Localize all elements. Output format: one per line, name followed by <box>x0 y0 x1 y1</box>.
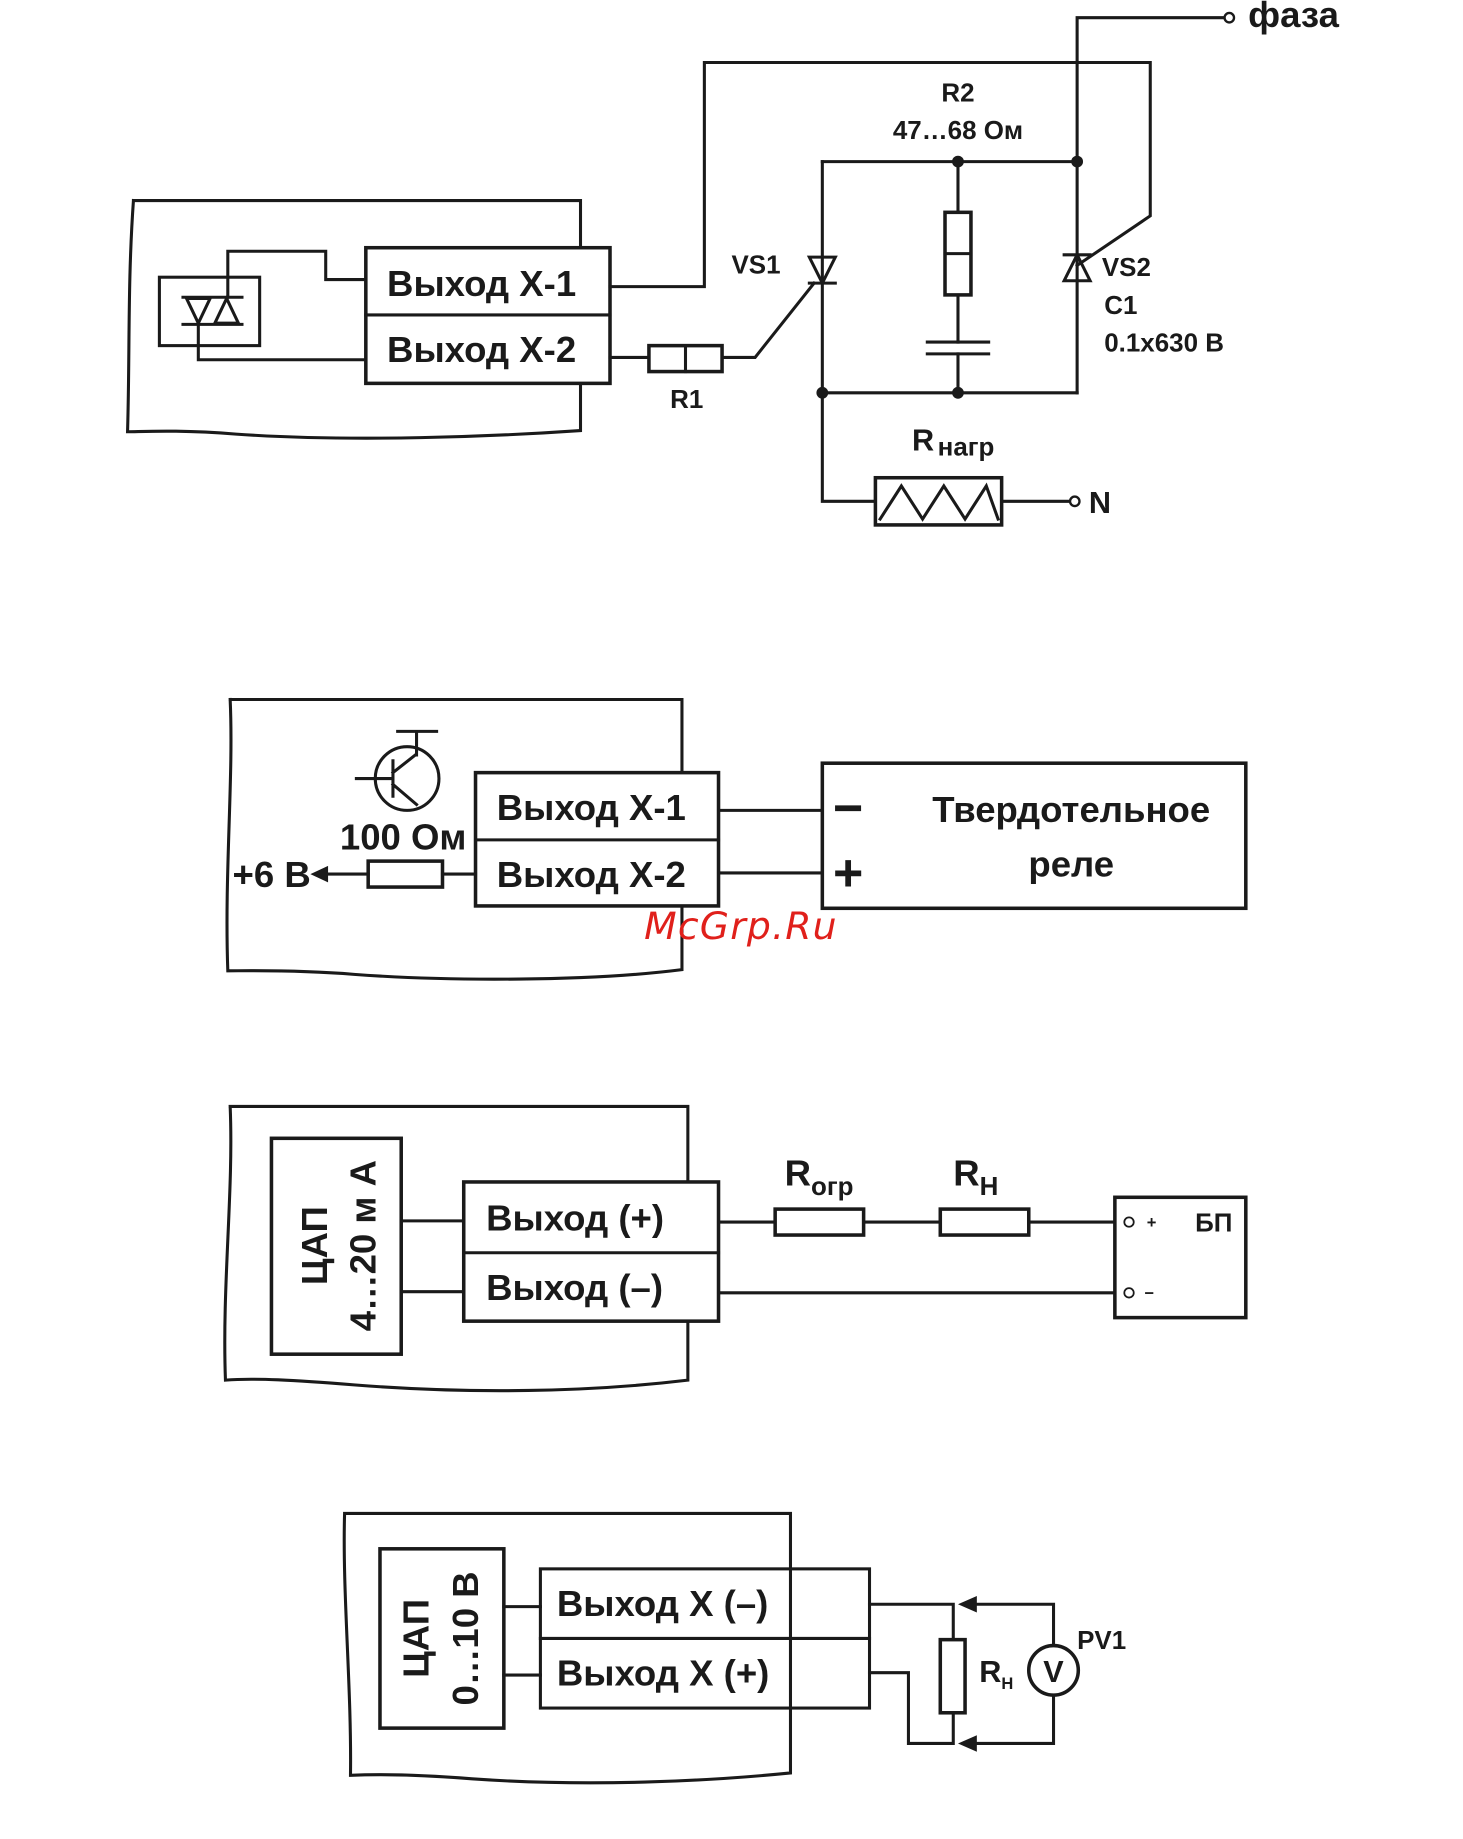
wire-x1 <box>608 60 1152 289</box>
optotriac-box <box>157 275 262 348</box>
r-load-sub: Н <box>1001 1675 1013 1693</box>
device-outline <box>125 198 583 440</box>
resistor-value-label: 100 Ом <box>340 816 467 857</box>
output-x1-label: Выход X-1 <box>387 263 576 304</box>
output-plus-label: Выход X (+) <box>557 1653 769 1694</box>
device-outline <box>342 1511 793 1785</box>
relay-plus: + <box>833 844 863 902</box>
wire-x2 <box>608 280 817 359</box>
wire <box>196 322 368 362</box>
r2-value: 47…68 Ом <box>893 117 1023 145</box>
dac-label: ЦАП <box>294 1206 335 1285</box>
capacitor-c1-icon <box>925 340 991 356</box>
output-x1-label: Выход X-1 <box>497 787 686 828</box>
voltmeter-icon <box>1026 1643 1081 1697</box>
diagram-dac-voltage-output: ЦАП 0…10 В Выход X (–) Выход X (+) RН V … <box>342 1511 1126 1785</box>
load-resistor <box>938 1207 1031 1237</box>
junction-dot <box>952 386 964 399</box>
optotriac-icon <box>181 294 244 327</box>
output-x2-label: Выход X-2 <box>387 329 576 370</box>
thyristor-vs1-icon <box>806 255 838 287</box>
r-load: R <box>979 1655 1001 1689</box>
psu-minus-terminal <box>1123 1287 1135 1299</box>
voltmeter-symbol: V <box>1043 1655 1064 1689</box>
output-x2-label: Выход X-2 <box>497 854 686 895</box>
c1-label: C1 <box>1104 292 1137 320</box>
r-load-sub: Н <box>980 1173 999 1201</box>
dac-box <box>269 1136 403 1356</box>
output-plus-label: Выход (+) <box>486 1197 664 1238</box>
diagram-transistor-output: Выход X-1 Выход X-2 100 Ом +6 В − + Твер… <box>225 697 1248 981</box>
resistor-100-ohm <box>366 859 445 889</box>
vs2-label: VS2 <box>1102 254 1151 282</box>
neutral-label: N <box>1089 486 1111 520</box>
output-minus-label: Выход (–) <box>486 1267 663 1308</box>
r-load-label: RН <box>979 1655 1013 1693</box>
resistor-r1 <box>647 343 724 374</box>
transistor-icon <box>354 729 441 812</box>
phase-label: фаза <box>1248 0 1339 35</box>
diagram-dac-current-output: ЦАП 4…20 м А Выход (+) Выход (–) Rогр RН… <box>223 1104 1248 1393</box>
arrow-left-icon <box>957 1596 977 1613</box>
load-resistor <box>938 1637 967 1715</box>
watermark: McGrp.Ru <box>644 904 838 948</box>
r-load-label: RН <box>953 1153 998 1201</box>
limiting-resistor <box>773 1207 866 1237</box>
relay-title-line2: реле <box>1028 843 1114 884</box>
dac-range-label: 0…10 В <box>445 1571 486 1705</box>
load-sub: нагр <box>938 433 995 461</box>
device-outline <box>223 1104 690 1393</box>
r-lim: R <box>785 1153 811 1194</box>
neutral-terminal <box>1068 495 1081 508</box>
wire <box>226 249 368 299</box>
relay-title-line1: Твердотельное <box>932 789 1210 830</box>
load-r: R <box>912 424 934 458</box>
voltmeter-label: PV1 <box>1077 1627 1126 1655</box>
device-outline <box>225 697 684 981</box>
triac-vs2-icon <box>1061 251 1093 283</box>
psu-plus-terminal <box>1123 1216 1135 1228</box>
r1-label: R1 <box>670 386 703 414</box>
r-lim-sub: огр <box>811 1173 854 1201</box>
psu-plus-sign: + <box>1147 1214 1157 1232</box>
r-lim-label: Rогр <box>785 1153 854 1201</box>
heater-load-icon <box>873 475 1004 527</box>
resistor-r2 <box>943 210 973 297</box>
solid-state-relay-box <box>820 761 1248 911</box>
power-supply-box <box>1113 1195 1248 1320</box>
c1-value: 0.1x630 В <box>1104 330 1224 358</box>
phase-terminal <box>1223 11 1236 24</box>
dac-label: ЦАП <box>395 1599 436 1678</box>
r-load: R <box>953 1153 979 1194</box>
junction-dot <box>952 155 964 168</box>
relay-minus: − <box>833 779 863 837</box>
vs1-label: VS1 <box>732 252 781 280</box>
arrow-left-icon <box>957 1735 977 1752</box>
psu-label: БП <box>1195 1210 1232 1238</box>
output-minus-label: Выход X (–) <box>557 1583 768 1624</box>
diagram-triac-output: Выход X-1 Выход X-2 R1 VS1 фаза <box>125 0 1340 527</box>
dac-range-label: 4…20 м А <box>342 1160 383 1331</box>
r2-label: R2 <box>941 79 974 107</box>
psu-minus-sign: − <box>1144 1285 1154 1303</box>
dac-box <box>378 1547 506 1730</box>
arrow-left-icon <box>310 865 329 883</box>
supply-label: +6 В <box>233 854 311 895</box>
